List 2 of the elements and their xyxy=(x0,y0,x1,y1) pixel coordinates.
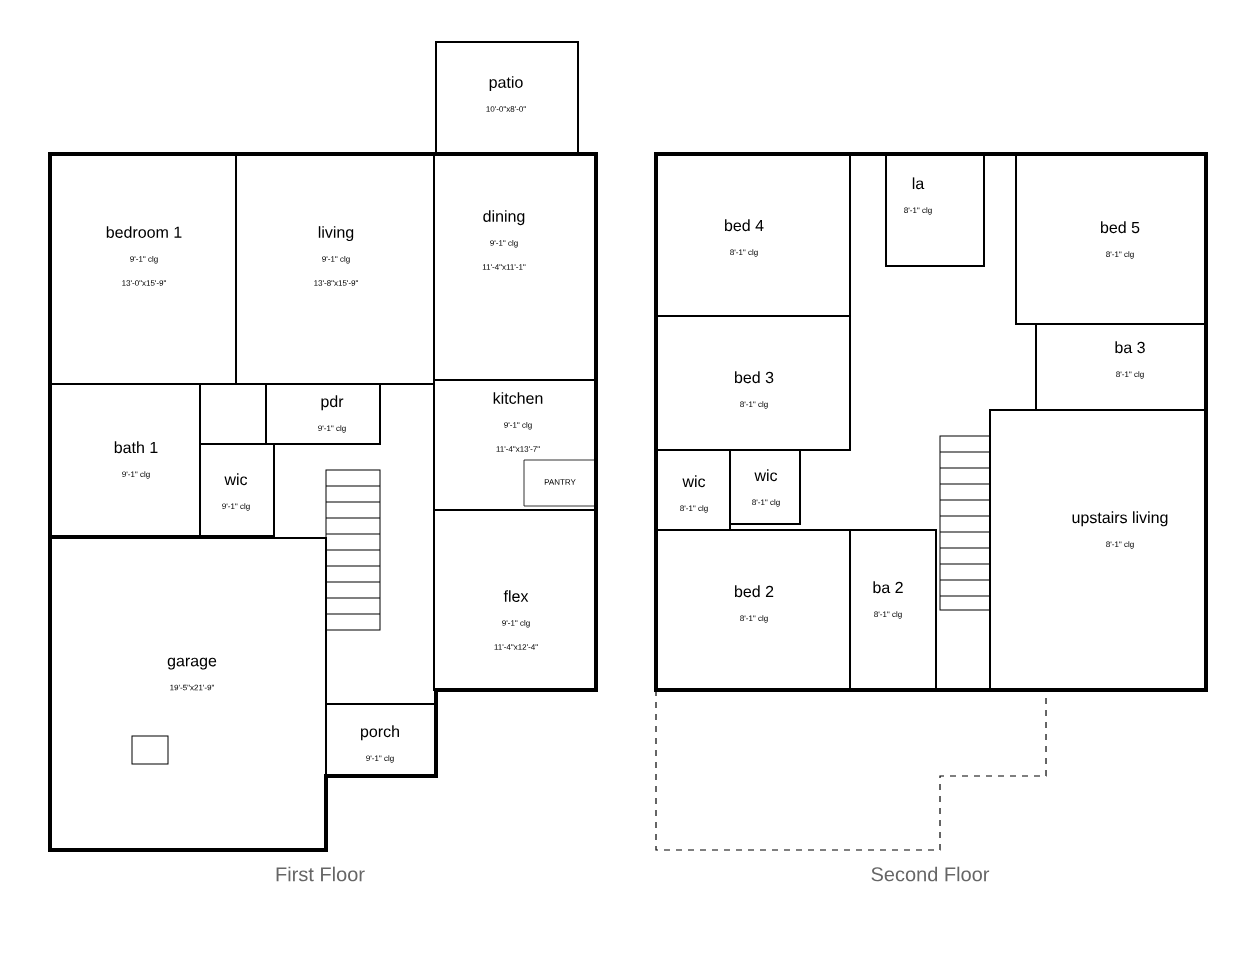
floor-caption: Second Floor xyxy=(871,866,990,882)
floor-caption: First Floor xyxy=(276,866,365,882)
